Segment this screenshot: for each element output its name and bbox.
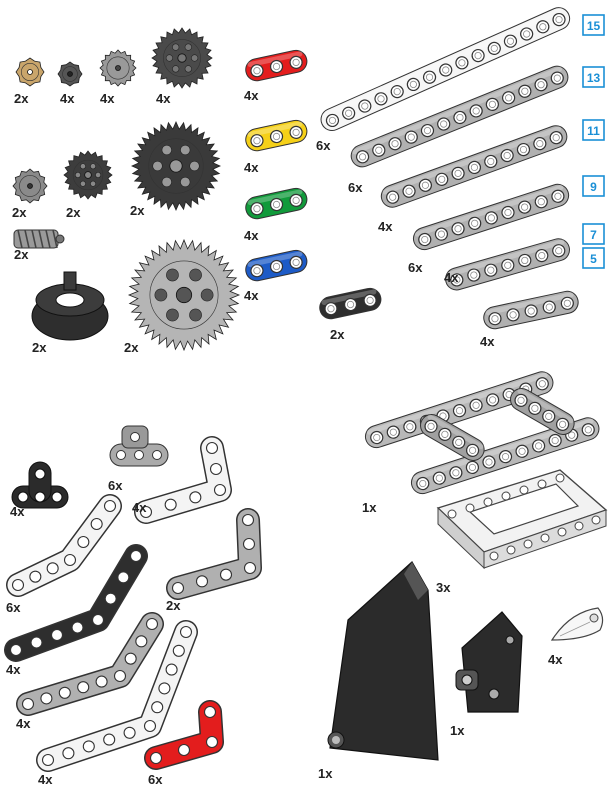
angled-beams-section xyxy=(4,425,262,772)
length-box-7 xyxy=(582,223,605,245)
beam-11-gray-icon xyxy=(380,125,568,208)
beam-7-gray-icon xyxy=(445,238,570,291)
qty-beam-11: 4x xyxy=(378,219,393,234)
length-label-5: 5 xyxy=(590,252,597,266)
length-label-11: 11 xyxy=(587,124,600,138)
qty-gear-16: 4x xyxy=(100,91,115,106)
qty-beam-3-black: 2x xyxy=(330,327,345,342)
length-box-11 xyxy=(582,119,605,141)
qty-gear-36: 2x xyxy=(130,203,145,218)
h-frame-gray-icon xyxy=(364,371,600,495)
qty-bent-beam-white-long: 4x xyxy=(38,772,53,787)
gears-section xyxy=(12,27,241,352)
gear-20-tooth-dark-icon xyxy=(63,150,113,200)
qty-bent-beam-gray: 4x xyxy=(16,716,31,731)
gear-40-tooth-gray-icon xyxy=(127,238,241,352)
h-frame-cross-1-icon xyxy=(420,414,485,461)
frames-section xyxy=(327,371,608,761)
qty-l-beam-red: 6x xyxy=(148,772,163,787)
rect-frame-white-icon xyxy=(436,469,608,570)
qty-turntable: 2x xyxy=(32,340,47,355)
qty-beam-3-red: 4x xyxy=(244,88,259,103)
l-beam-gray-icon xyxy=(166,508,262,600)
qty-panel-small: 1x xyxy=(450,723,465,738)
t-beam-black-icon xyxy=(11,461,69,509)
l-beam-white-icon xyxy=(134,436,232,524)
length-label-9: 9 xyxy=(590,180,597,194)
gear-8-tooth-dark-icon xyxy=(57,61,83,87)
qty-gear-12-bevel: 2x xyxy=(12,205,27,220)
panel-black-large-icon xyxy=(327,561,439,761)
qty-tooth-white: 4x xyxy=(548,652,563,667)
turntable-dark-icon xyxy=(31,271,109,341)
gear-8-tooth-tan-icon xyxy=(15,57,45,87)
l-beam-red-icon xyxy=(144,700,224,770)
qty-rect-frame: 3x xyxy=(436,580,451,595)
qty-h-frame: 1x xyxy=(362,500,377,515)
beam-3-blue-icon xyxy=(245,249,308,282)
beam-3-black-icon xyxy=(319,287,382,320)
length-box-5 xyxy=(582,247,605,269)
beam-5-gray-icon xyxy=(483,290,579,330)
qty-gear-24: 4x xyxy=(156,91,171,106)
qty-gear-20: 2x xyxy=(66,205,81,220)
tooth-white-icon xyxy=(550,607,604,641)
qty-beam-13: 6x xyxy=(348,180,363,195)
qty-bent-beam-white: 6x xyxy=(6,600,21,615)
length-label-15: 15 xyxy=(587,19,601,33)
qty-worm-gear: 2x xyxy=(14,247,29,262)
h-frame-bottom-icon xyxy=(410,417,600,495)
beam-3-yellow-icon xyxy=(245,119,308,152)
qty-panel-large: 1x xyxy=(318,766,333,781)
bent-beam-white-long-icon xyxy=(36,620,198,772)
qty-t-beam: 4x xyxy=(10,504,25,519)
qty-gear-8-dark: 4x xyxy=(60,91,75,106)
bent-beam-black-icon xyxy=(4,544,148,662)
short-beams-section xyxy=(245,49,382,320)
qty-l-beam-gray: 2x xyxy=(166,598,181,613)
qty-beam-5: 4x xyxy=(480,334,495,349)
bent-beam-gray-icon xyxy=(16,612,164,716)
gear-36-tooth-dark-icon xyxy=(131,121,221,211)
qty-beam-9: 6x xyxy=(408,260,423,275)
length-label-13: 13 xyxy=(587,71,601,85)
h-frame-cross-2-icon xyxy=(510,388,575,435)
worm-gear-gray-icon xyxy=(13,229,65,249)
qty-pin-connector: 6x xyxy=(108,478,123,493)
bent-beam-white-icon xyxy=(6,494,122,597)
length-box-13 xyxy=(582,66,605,88)
panel-black-small-icon xyxy=(455,611,523,713)
qty-gear-8-tan: 2x xyxy=(14,91,29,106)
long-beams-section xyxy=(320,7,579,330)
length-label-7: 7 xyxy=(590,228,597,242)
gear-24-tooth-dark-icon xyxy=(151,27,213,89)
qty-beam-3-yellow: 4x xyxy=(244,160,259,175)
beam-15-white-icon xyxy=(320,7,571,132)
beam-13-gray-icon xyxy=(350,65,569,168)
length-box-15 xyxy=(582,14,605,36)
length-box-9 xyxy=(582,175,605,197)
qty-gear-40: 2x xyxy=(124,340,139,355)
labels-layer: 2x 4x 4x 4x 2x 2x 2x 2x 2x 2x 4x 4x 4x 4… xyxy=(6,14,605,787)
qty-bent-beam-black: 4x xyxy=(6,662,21,677)
qty-beam-3-blue: 4x xyxy=(244,288,259,303)
beam-3-red-icon xyxy=(245,49,308,82)
qty-l-beam-white: 4x xyxy=(132,500,147,515)
beam-9-gray-icon xyxy=(412,183,570,251)
gear-12-bevel-gray-icon xyxy=(12,168,48,204)
qty-beam-3-green: 4x xyxy=(244,228,259,243)
qty-beam-7: 4x xyxy=(444,270,459,285)
gear-16-tooth-gray-icon xyxy=(99,49,137,87)
beam-3-green-icon xyxy=(245,187,308,220)
pin-connector-gray-icon xyxy=(109,425,169,467)
qty-beam-15: 6x xyxy=(316,138,331,153)
